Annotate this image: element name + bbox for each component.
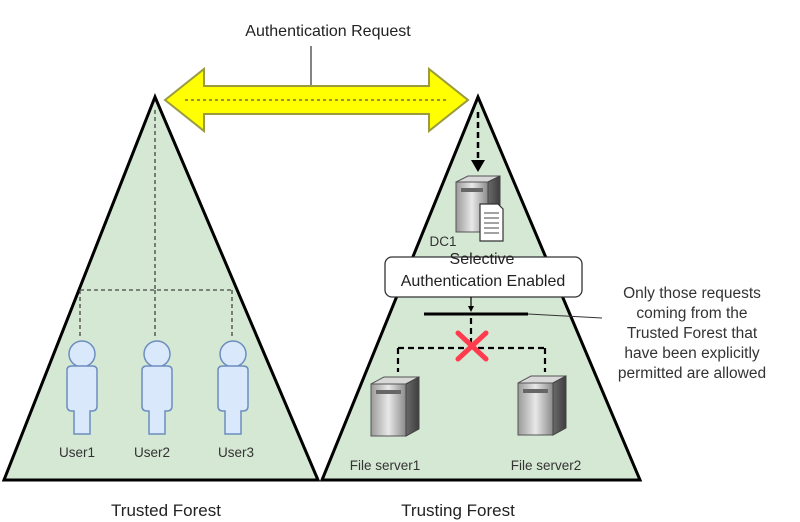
selective-auth-line2: Authentication Enabled [401,273,566,290]
explanatory-note: Only those requests coming from the Trus… [618,285,766,382]
blocked-x-icon [455,330,489,362]
user2-label: User2 [134,445,170,460]
note-line: have been explicitly [624,345,760,362]
user3-label: User3 [218,445,254,460]
user-icon [217,340,249,435]
user1-label: User1 [59,445,95,460]
document-icon [479,203,504,242]
trusting-forest-label: Trusting Forest [401,501,515,520]
selective-auth-box [384,256,583,298]
double-arrow [163,66,470,134]
note-line: permitted are allowed [618,365,766,382]
file-server1-icon [370,376,420,437]
note-line: coming from the [636,305,747,322]
dc1-label: DC1 [429,234,456,249]
user-icon [141,340,173,435]
file-server2-label: File server2 [511,458,582,473]
note-line: Trusted Forest that [627,325,758,342]
user-icon [66,340,98,435]
request-flow-arrowhead [471,160,485,172]
file-server2-icon [517,375,567,436]
box-to-barrier-arrowhead [468,306,474,312]
selective-auth-line1: Selective [450,251,515,268]
trusted-hierarchy-lines [79,110,233,338]
trusted-forest-label: Trusted Forest [111,501,221,520]
note-callout-line [527,313,603,319]
note-line: Only those requests [623,285,761,302]
file-server1-label: File server1 [350,458,421,473]
auth-request-label: Authentication Request [245,23,411,40]
